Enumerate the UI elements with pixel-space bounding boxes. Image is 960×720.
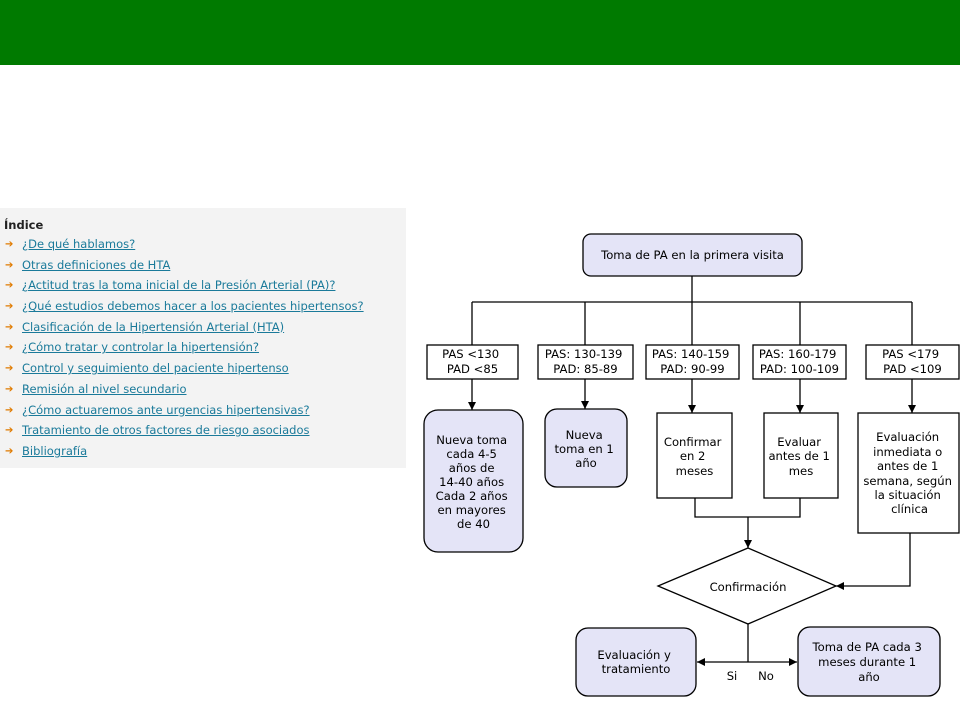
arrow-right-icon: ➔ <box>5 363 14 375</box>
category-box-text: PAS <130 PAD <85 <box>442 347 503 376</box>
arrow-right-icon: ➔ <box>5 239 14 250</box>
no-label: No <box>758 669 774 683</box>
category-box-3: PAS: 140-159 PAD: 90-99 <box>645 344 740 380</box>
index-link-remision[interactable]: Remisión al nivel secundario <box>22 381 187 396</box>
start-node: Toma de PA en la primera visita <box>582 233 803 277</box>
category-box-4: PAS: 160-179 PAD: 100-109 <box>752 344 847 380</box>
category-box-2: PAS: 130-139 PAD: 85-89 <box>537 344 634 380</box>
arrow-right-icon: ➔ <box>5 280 14 292</box>
category-box-5: PAS <179 PAD <109 <box>865 344 960 380</box>
index-link-bibliografia[interactable]: Bibliografía <box>22 443 88 458</box>
arrow-right-icon: ➔ <box>5 383 14 395</box>
category-box-text: PAS: 160-179 PAD: 100-109 <box>759 347 840 376</box>
action-box-3: Confirmar en 2 meses <box>656 412 733 499</box>
arrow-right-icon: ➔ <box>5 404 14 416</box>
index-link-otras-definiciones[interactable]: Otras definiciones de HTA <box>22 257 171 272</box>
arrow-right-icon: ➔ <box>5 425 14 437</box>
index-link-control-seguimiento[interactable]: Control y seguimiento del paciente hiper… <box>22 361 289 376</box>
yes-result-text: Evaluación y tratamiento <box>597 648 674 676</box>
index-link-otros-factores[interactable]: Tratamiento de otros factores de riesgo … <box>22 423 310 438</box>
category-box-text: PAS: 140-159 PAD: 90-99 <box>652 347 733 376</box>
action-box-text: Nueva toma cada 4-5 años de 14-40 años C… <box>436 433 512 531</box>
no-result-text: Toma de PA cada 3 meses durante 1 año <box>811 640 925 684</box>
action-box-text: Evaluar antes de 1 mes <box>768 435 833 478</box>
arrow-right-icon: ➔ <box>5 445 14 457</box>
index-link-como-tratar[interactable]: ¿Cómo tratar y controlar la hipertensión… <box>22 340 260 355</box>
yes-result-node: Evaluación y tratamiento <box>575 627 697 697</box>
yes-label: Si <box>727 669 738 683</box>
action-box-1: Nueva toma cada 4-5 años de 14-40 años C… <box>423 409 524 553</box>
index-link-clasificacion[interactable]: Clasificación de la Hipertensión Arteria… <box>22 319 285 334</box>
arrow-right-icon: ➔ <box>5 259 14 271</box>
action-box-5: Evaluación inmediata o antes de 1 semana… <box>857 412 960 534</box>
action-box-text: Evaluación inmediata o antes de 1 semana… <box>863 430 955 516</box>
index-panel: Índice ➔ ¿De qué hablamos? ➔ Otras definic… <box>0 208 406 468</box>
index-link-actitud-toma-inicial[interactable]: ¿Actitud tras la toma inicial de la Pres… <box>22 278 336 293</box>
arrow-right-icon: ➔ <box>5 321 14 333</box>
arrow-right-icon: ➔ <box>5 342 14 354</box>
category-box-1: PAS <130 PAD <85 <box>426 344 519 380</box>
decision-text: Confirmación <box>710 580 787 594</box>
index-link-estudios[interactable]: ¿Qué estudios debemos hacer a los pacien… <box>22 299 364 314</box>
no-result-node: Toma de PA cada 3 meses durante 1 año <box>797 626 941 697</box>
action-box-text: Nueva toma en 1 año <box>555 428 618 470</box>
arrow-right-icon: ➔ <box>5 301 14 313</box>
action-box-4: Evaluar antes de 1 mes <box>763 412 839 499</box>
index-link-que-hablamos[interactable]: ¿De qué hablamos? <box>22 237 136 251</box>
category-box-text: PAS <179 PAD <109 <box>882 347 943 376</box>
action-box-text: Confirmar en 2 meses <box>664 435 725 478</box>
connectors <box>468 276 916 666</box>
start-node-text: Toma de PA en la primera visita <box>600 248 784 262</box>
index-link-urgencias[interactable]: ¿Cómo actuaremos ante urgencias hiperten… <box>22 402 310 417</box>
category-box-text: PAS: 130-139 PAD: 85-89 <box>545 347 626 376</box>
action-box-2: Nueva toma en 1 año <box>544 408 628 488</box>
header-bar <box>0 0 960 65</box>
index-title: Índice <box>4 218 44 232</box>
decision-node: Confirmación <box>656 547 838 625</box>
